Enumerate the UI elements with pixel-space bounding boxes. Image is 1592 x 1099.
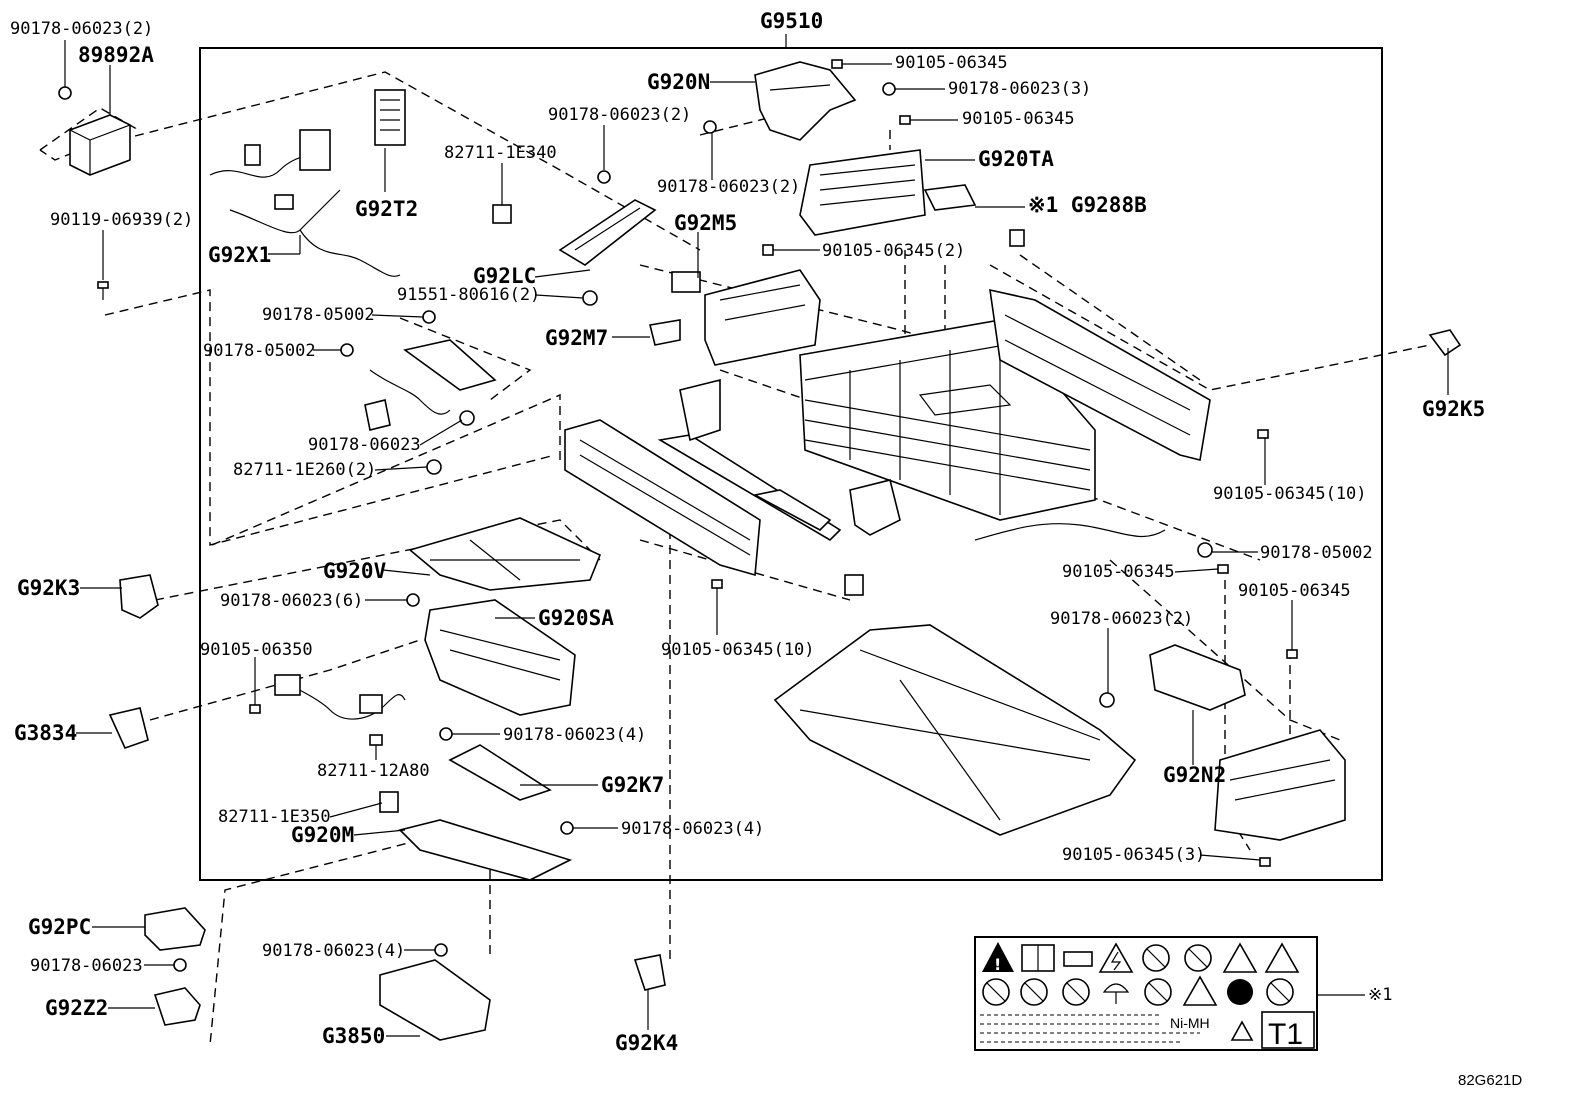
label-g920sa[interactable]: G920SA (538, 606, 614, 630)
warning-label-box: ! Ni-MH T1 (974, 936, 1318, 1051)
label-90178-06023-2-mid[interactable]: 90178-06023(2) (548, 105, 691, 125)
chemistry-label: Ni-MH (1170, 1015, 1210, 1031)
right-duct-part (1214, 729, 1346, 841)
label-g920n[interactable]: G920N (647, 70, 710, 94)
battery-icon (1063, 951, 1093, 967)
label-90178-05002-c[interactable]: 90178-05002 (1260, 543, 1373, 563)
duct-g920sa-part (424, 599, 576, 716)
label-g920v[interactable]: G920V (323, 559, 387, 583)
bracket-g92m5-part (704, 269, 821, 366)
wire-harness-g92x1-part (209, 129, 401, 277)
assembly-label[interactable]: G9510 (760, 9, 823, 33)
label-g3834[interactable]: G3834 (14, 721, 77, 745)
no-crush-icon (1144, 978, 1172, 1006)
label-82711-1e340[interactable]: 82711-1E340 (444, 143, 557, 163)
label-g92z2[interactable]: G92Z2 (45, 996, 108, 1020)
tray-g920v-part (408, 517, 602, 591)
no-children-icon (1062, 978, 1090, 1006)
label-g92k5[interactable]: G92K5 (1422, 397, 1485, 421)
cover-g920n-part (754, 61, 857, 141)
no-fire-icon (1142, 944, 1170, 972)
label-90178-06023-2-right[interactable]: 90178-06023(2) (657, 177, 800, 197)
label-90178-06023[interactable]: 90178-06023 (308, 435, 421, 455)
label-90178-05002-b[interactable]: 90178-05002 (203, 341, 316, 361)
label-90105-06345-c[interactable]: 90105-06345 (1062, 562, 1175, 582)
lower-frame-part (564, 419, 761, 577)
label-g92t2[interactable]: G92T2 (355, 197, 418, 221)
label-90105-06345-3[interactable]: 90105-06345(3) (1062, 845, 1205, 865)
label-g9288b[interactable]: ※1 G9288B (1028, 193, 1147, 217)
flammable-icon (1222, 942, 1258, 973)
label-90105-06350[interactable]: 90105-06350 (200, 640, 313, 660)
note-mark-1[interactable]: ※1 (1368, 985, 1392, 1005)
label-82711-1e260-2[interactable]: 82711-1E260(2) (233, 460, 376, 480)
read-manual-icon (1021, 944, 1055, 972)
connector-g92t2-part (374, 89, 406, 146)
label-90105-06345-b[interactable]: 90105-06345 (962, 109, 1075, 129)
label-90105-06345-2[interactable]: 90105-06345(2) (822, 241, 965, 261)
label-82711-1e350[interactable]: 82711-1E350 (218, 807, 331, 827)
label-90105-06345-a[interactable]: 90105-06345 (895, 53, 1008, 73)
no-short-icon (982, 978, 1010, 1006)
label-82711-12a80[interactable]: 82711-12A80 (317, 761, 430, 781)
label-90178-06023-bottom[interactable]: 90178-06023 (30, 956, 143, 976)
label-90178-06023-2-low[interactable]: 90178-06023(2) (1050, 609, 1193, 629)
cover-g92n2-part (1149, 644, 1246, 711)
label-90178-06023-4a[interactable]: 90178-06023(4) (503, 725, 646, 745)
label-g92k4[interactable]: G92K4 (615, 1031, 678, 1055)
no-touch-icon (1184, 944, 1212, 972)
label-90178-06023-4c[interactable]: 90178-06023(4) (262, 941, 405, 961)
label-g3850[interactable]: G3850 (322, 1024, 385, 1048)
label-90178-06023-2-top[interactable]: 90178-06023(2) (10, 19, 153, 39)
lower-tray-part (773, 624, 1137, 836)
label-90178-05002-a[interactable]: 90178-05002 (262, 305, 375, 325)
label-g92k7[interactable]: G92K7 (601, 773, 664, 797)
diagram-code: 82G621D (1458, 1072, 1522, 1089)
recycle-icon (1230, 1020, 1254, 1041)
label-g920m[interactable]: G920M (291, 823, 354, 847)
no-dispose-icon (1266, 978, 1294, 1006)
label-g92k3[interactable]: G92K3 (17, 576, 80, 600)
label-90105-06345-10b[interactable]: 90105-06345(10) (661, 640, 815, 660)
explosive-icon (1264, 942, 1300, 973)
label-g92n2[interactable]: G92N2 (1163, 763, 1226, 787)
assembly-frame (199, 47, 1383, 881)
label-g92x1[interactable]: G92X1 (208, 243, 271, 267)
label-90105-06345-10a[interactable]: 90105-06345(10) (1213, 484, 1367, 504)
label-90178-06023-4b[interactable]: 90178-06023(4) (621, 819, 764, 839)
label-90105-06345-d[interactable]: 90105-06345 (1238, 581, 1351, 601)
label-90178-06023-6[interactable]: 90178-06023(6) (220, 591, 363, 611)
label-g92pc[interactable]: G92PC (28, 915, 91, 939)
label-g92lc[interactable]: G92LC (473, 264, 536, 288)
warning-icon: ! (982, 942, 1014, 974)
type-code: T1 (1268, 1018, 1303, 1051)
label-89892a[interactable]: 89892A (78, 43, 154, 67)
no-disassemble-icon (1020, 978, 1048, 1006)
label-g920ta[interactable]: G920TA (978, 147, 1054, 171)
bracket-g92lc-part (558, 199, 657, 266)
bolt-90119-part (97, 281, 109, 300)
label-g92m7[interactable]: G92M7 (545, 326, 608, 350)
svg-text:!: ! (994, 955, 1001, 974)
ecu-89892a-part (69, 114, 131, 176)
corrosive-icon (1182, 975, 1218, 1006)
duct-g920ta-part (799, 149, 926, 236)
high-voltage-icon (1098, 942, 1134, 973)
label-90119-06939-2[interactable]: 90119-06939(2) (50, 210, 193, 230)
label-g92m5[interactable]: G92M5 (674, 211, 737, 235)
label-90178-06023-3[interactable]: 90178-06023(3) (948, 79, 1091, 99)
label-91551-80616-2[interactable]: 91551-80616(2) (397, 285, 540, 305)
recycle-circle-icon (1227, 979, 1253, 1005)
rear-frame-part (989, 288, 1211, 461)
keep-dry-icon (1102, 983, 1130, 1004)
